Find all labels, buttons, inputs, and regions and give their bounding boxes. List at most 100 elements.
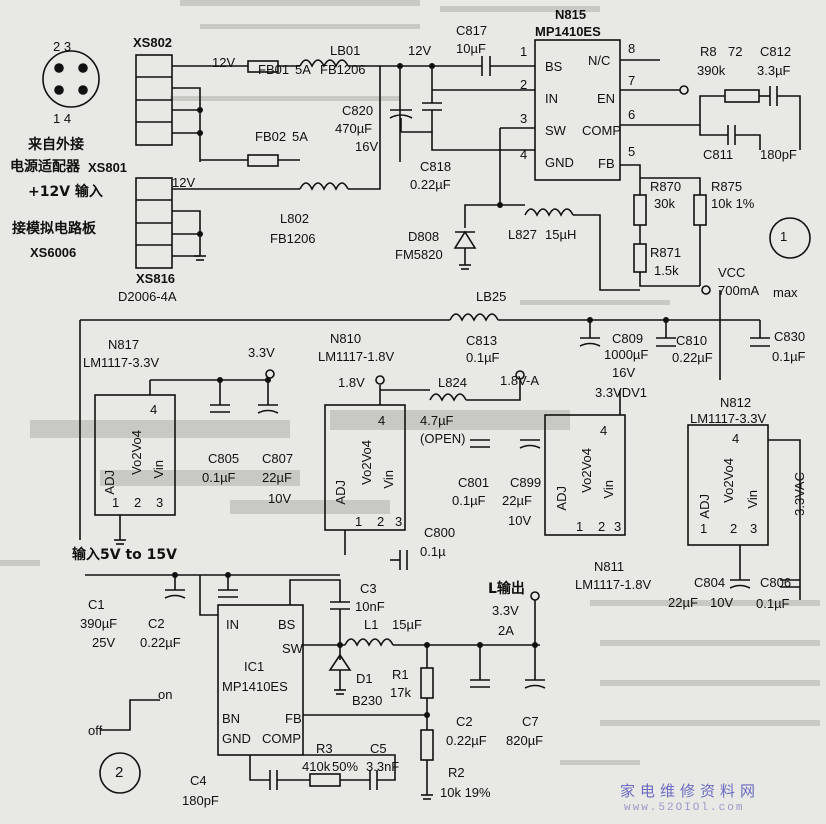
mid-reg-pin-adj: ADJ <box>554 486 569 511</box>
label-n812-part: LM1117-3.3V <box>690 411 767 426</box>
xs802-pin-numbers-bottom: 1 4 <box>53 111 72 126</box>
n817-pin2: 2 <box>134 495 142 510</box>
label-c809-rating: 16V <box>612 365 636 380</box>
label-c804: C804 <box>694 575 726 590</box>
n812-pin3: 3 <box>750 521 758 536</box>
label-r3-value: 410k <box>302 759 331 774</box>
n815-pin-in: IN <box>545 91 558 106</box>
label-c817-value: 10µF <box>456 41 486 56</box>
xs802-pin-numbers-top: 2 3 <box>53 39 72 54</box>
label-n817-part: LM1117-3.3V <box>83 355 160 370</box>
label-c818-value: 0.22µF <box>410 177 451 192</box>
label-lb01: LB01 <box>330 43 361 58</box>
label-c807-value: 22µF <box>262 470 292 485</box>
ic1-pin-comp: COMP <box>262 731 301 746</box>
n812-pin-vin: Vin <box>745 490 760 509</box>
label-r1-value: 17k <box>390 685 411 700</box>
label-c899-value: 22µF <box>502 493 532 508</box>
label-lb25: LB25 <box>476 289 507 304</box>
label-b230: B230 <box>352 693 383 708</box>
n815-pin1: 1 <box>520 44 528 59</box>
label-c2-output: C2 <box>456 714 473 729</box>
label-c830-value: 0.1µF <box>772 349 806 364</box>
label-ic1-part: MP1410ES <box>222 679 288 694</box>
label-c817: C817 <box>456 23 488 38</box>
ic1-pin-gnd: GND <box>222 731 251 746</box>
label-c1-rating: 25V <box>92 635 116 650</box>
label-c2-input-value: 0.22µF <box>140 635 181 650</box>
label-12v-input: +12V 输入 <box>28 184 103 200</box>
label-c810: C810 <box>676 333 708 348</box>
label-xs6006: XS6006 <box>30 245 77 260</box>
label-c801: C801 <box>458 475 490 490</box>
n812-pin2: 2 <box>730 521 738 536</box>
n815-pin5: 5 <box>628 144 636 159</box>
label-c804-value: 22µF <box>668 595 698 610</box>
label-r870-value: 30k <box>654 196 675 211</box>
label-r871-value: 1.5k <box>654 263 679 278</box>
label-c7-value: 820µF <box>506 733 544 748</box>
n810-pin-vin: Vin <box>381 470 396 489</box>
ic1-pin-fb: FB <box>285 711 302 726</box>
label-c813: C813 <box>466 333 498 348</box>
mid-reg-pin-vo: Vo2Vo4 <box>579 448 594 493</box>
n810-pin4: 4 <box>378 413 386 428</box>
n815-pin-comp: COMP <box>582 123 621 138</box>
label-1v8-a: 1.8V-A <box>500 373 540 388</box>
label-c899: C899 <box>510 475 542 490</box>
n815-pin2: 2 <box>520 77 528 92</box>
label-c3: C3 <box>360 581 377 596</box>
label-from-external: 来自外接 <box>28 137 84 153</box>
label-c830: C830 <box>774 329 806 344</box>
n810-pin1: 1 <box>355 514 363 529</box>
n817-pin-adj: ADJ <box>102 470 117 495</box>
label-c805-value: 0.1µF <box>202 470 236 485</box>
label-c801-value: 0.1µF <box>452 493 486 508</box>
label-d2006: D2006-4A <box>118 289 177 304</box>
n817-pin1: 1 <box>112 495 120 510</box>
label-n811: N811 <box>594 559 625 574</box>
label-c813-value: 0.1µF <box>466 350 500 365</box>
n812-pin4: 4 <box>732 431 740 446</box>
label-r2-value: 10k 19% <box>440 785 491 800</box>
label-c806-value: 0.1µF <box>756 596 790 611</box>
label-r8-value: 390k <box>697 63 726 78</box>
n815-pin-sw: SW <box>545 123 566 138</box>
ic-n815 <box>534 39 621 181</box>
label-c7: C7 <box>522 714 539 729</box>
label-n810: N810 <box>330 331 362 346</box>
label-fb1206-b: FB1206 <box>270 231 316 246</box>
label-l1: L1 <box>364 617 379 632</box>
label-c805: C805 <box>208 451 240 466</box>
label-xs816: XS816 <box>136 271 176 286</box>
label-to-analog-board: 接模拟电路板 <box>12 221 96 237</box>
label-l824-open: (OPEN) <box>420 431 466 446</box>
n810-pin-adj: ADJ <box>333 480 348 505</box>
label-l802: L802 <box>280 211 309 226</box>
mid-reg-pin4: 4 <box>600 423 608 438</box>
label-c818: C818 <box>420 159 452 174</box>
n815-pin4: 4 <box>520 147 528 162</box>
ic1-pin-in: IN <box>226 617 239 632</box>
n815-pin-nc: N/C <box>588 53 611 68</box>
label-r2: R2 <box>448 765 465 780</box>
label-3v3-vdv1: 3.3VDV1 <box>595 385 648 400</box>
label-xs801: XS801 <box>88 160 128 175</box>
label-c1: C1 <box>88 597 105 612</box>
label-c812-value: 3.3µF <box>757 63 791 78</box>
ic-n812 <box>687 424 769 546</box>
n815-pin3: 3 <box>520 111 528 126</box>
label-c2-input: C2 <box>148 616 165 631</box>
n812-pin1: 1 <box>700 521 708 536</box>
label-c804-rating: 10V <box>710 595 734 610</box>
label-c809-value: 1000µF <box>604 347 649 362</box>
label-fb01-current: 5A <box>295 62 311 77</box>
label-c809: C809 <box>612 331 644 346</box>
label-3v3-vac: 3.3VAC <box>792 472 807 516</box>
label-n817: N817 <box>108 337 140 352</box>
label-l827: L827 <box>508 227 537 242</box>
label-c811-value: 180pF <box>760 147 797 162</box>
mid-reg-pin1: 1 <box>576 519 584 534</box>
